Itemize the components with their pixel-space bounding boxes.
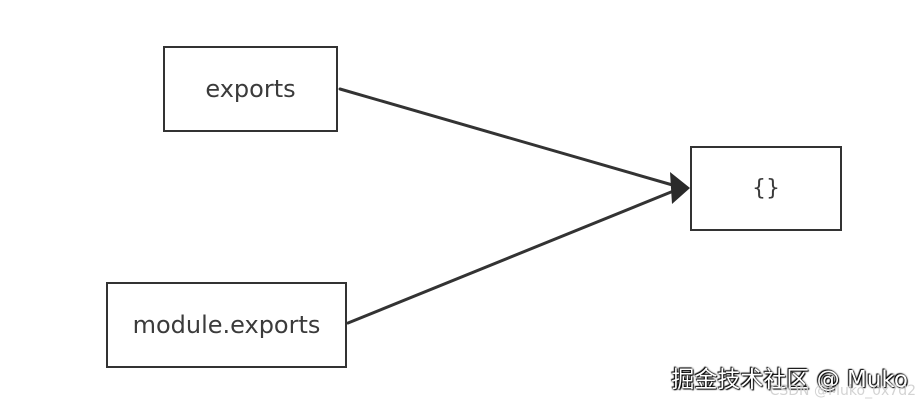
edge-exports-to-object <box>338 87 678 188</box>
arrowhead <box>670 172 690 204</box>
node-module-exports-label: module.exports <box>132 311 321 339</box>
node-exports: exports <box>163 46 338 132</box>
node-object: {} <box>690 146 842 231</box>
watermark-sub: CSDN @Muko_0x7d2 <box>769 383 916 399</box>
watermark-main: 掘金技术社区 @ Muko <box>671 367 908 393</box>
node-module-exports: module.exports <box>106 282 347 368</box>
node-object-label: {} <box>752 176 780 201</box>
node-exports-label: exports <box>205 75 296 103</box>
edge-module-exports-to-object <box>346 188 678 325</box>
